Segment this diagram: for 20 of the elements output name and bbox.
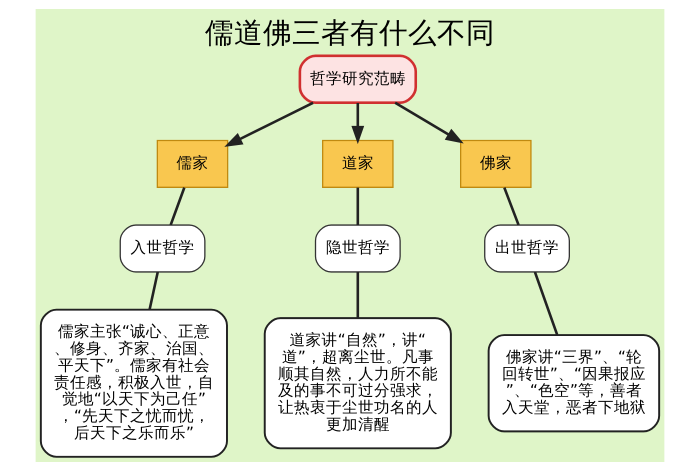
node-box: 儒家主张“诚心、正意、修身、齐家、治国、平天下”。儒家有社会责任感，积极入世，自觉地“以天下为己任”，“先天下之忧而忧，后天下之乐而乐”: [40, 308, 228, 458]
node-box: 佛家: [460, 139, 532, 188]
node-box: 哲学研究范畴: [298, 54, 418, 104]
connector: [503, 186, 520, 225]
arrow: [351, 102, 364, 144]
node-box: 出世哲学: [484, 224, 570, 272]
node-box: 儒家: [156, 139, 228, 188]
node-box: 入世哲学: [120, 224, 206, 272]
node-box: 道家讲“自然”，讲“道”，超离尘世。凡事顺其自然，人力所不能及的事不可过分强求，让热衷于尘世功名的人更加清醒: [264, 316, 452, 449]
node-box: 佛家讲“三界”、“轮回转世”、“因果报应”、“色空”等，善者入天堂，恶者下地狱: [488, 334, 660, 432]
connector: [534, 271, 558, 335]
node-box: 道家: [322, 139, 394, 188]
arrow: [224, 101, 314, 146]
connector: [170, 186, 186, 225]
arrow: [394, 101, 464, 144]
diagram-title: 儒道佛三者有什么不同: [205, 14, 495, 49]
connector: [356, 187, 360, 224]
connector: [148, 271, 159, 310]
node-box: 隐世哲学: [314, 224, 401, 272]
connector: [356, 272, 360, 318]
